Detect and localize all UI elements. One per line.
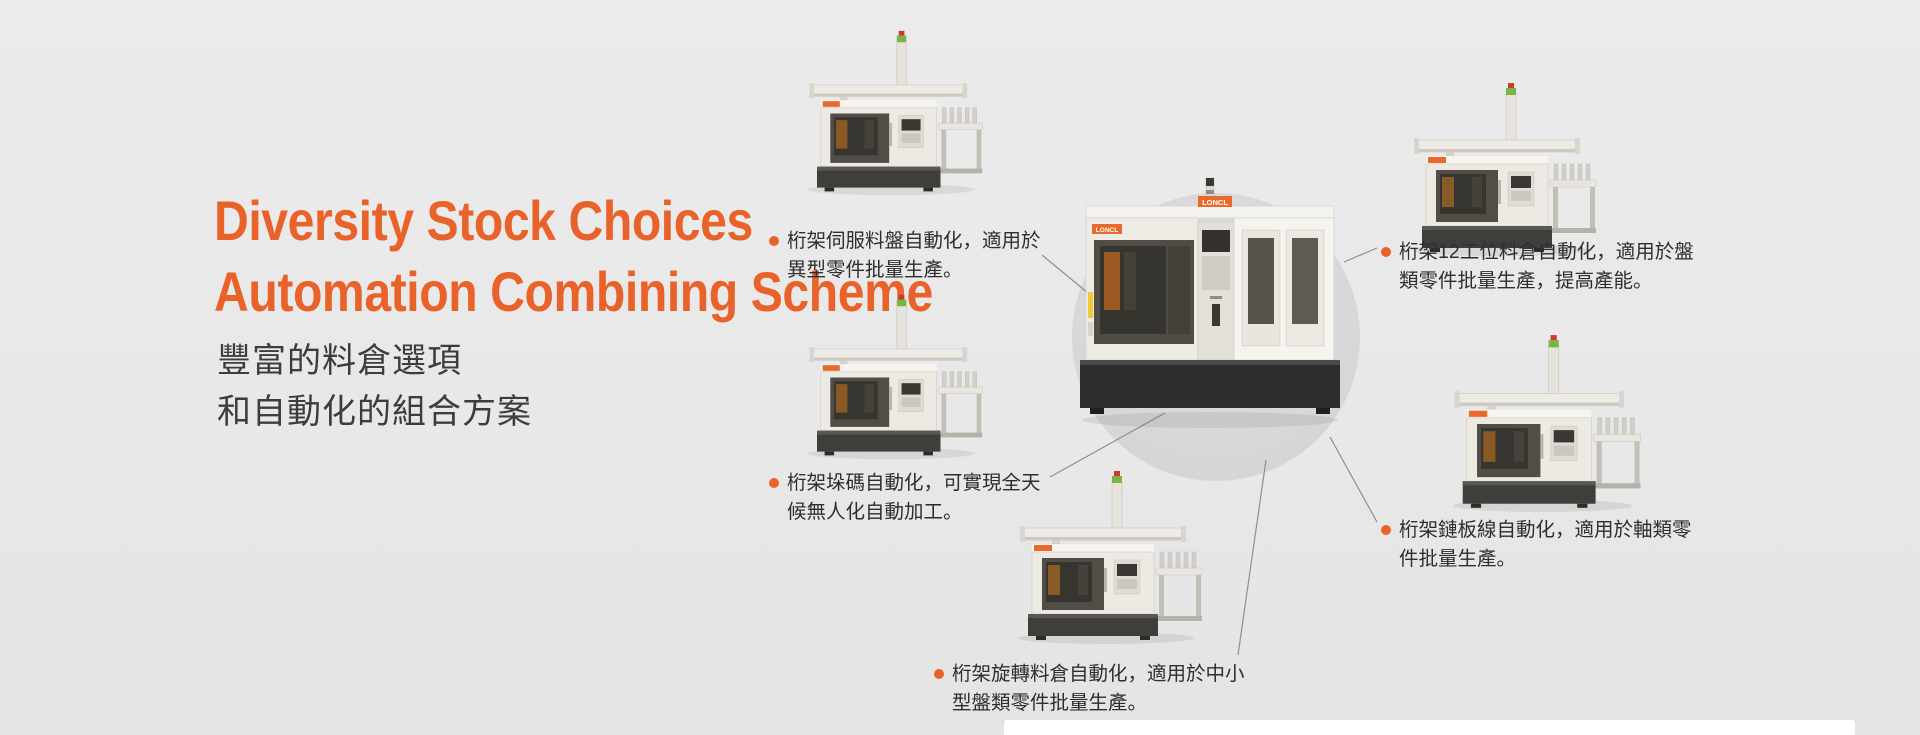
bullet-icon <box>1381 525 1391 535</box>
callout-rotary-stock: 桁架旋轉料倉自動化，適用於中小型盤類零件批量生產。 <box>934 660 1252 719</box>
page-subtitle: 豐富的料倉選項 和自動化的組合方案 <box>217 336 532 438</box>
page-title: Diversity Stock Choices Automation Combi… <box>214 186 933 327</box>
page-subtitle-line1: 豐富的料倉選項 <box>217 342 462 380</box>
bullet-icon <box>934 669 944 679</box>
callout-stacking: 桁架垛碼自動化，可實現全天候無人化自動加工。 <box>769 469 1043 528</box>
callout-text: 桁架旋轉料倉自動化，適用於中小型盤類零件批量生產。 <box>952 663 1245 715</box>
bottom-panel <box>1004 720 1855 735</box>
machine-image-servo-tray <box>798 28 988 199</box>
callout-text: 桁架伺服料盤自動化，適用於異型零件批量生產。 <box>787 230 1041 282</box>
page-subtitle-line2: 和自動化的組合方案 <box>217 393 532 431</box>
machine-image-chain-plate <box>1442 332 1647 516</box>
callout-servo-tray: 桁架伺服料盤自動化，適用於異型零件批量生產。 <box>769 227 1043 286</box>
bullet-icon <box>1381 247 1391 257</box>
page-title-line1: Diversity Stock Choices <box>214 189 753 252</box>
machine-image-central <box>1060 172 1360 432</box>
callout-text: 桁架12工位料倉自動化，適用於盤類零件批量生產，提高產能。 <box>1399 241 1694 293</box>
callout-text: 桁架垛碼自動化，可實現全天候無人化自動加工。 <box>787 472 1041 524</box>
page-title-line2: Automation Combining Scheme <box>214 259 933 323</box>
bullet-icon <box>769 478 779 488</box>
machine-image-stacking <box>798 292 988 463</box>
bullet-icon <box>769 236 779 246</box>
callout-twelve-station: 桁架12工位料倉自動化，適用於盤類零件批量生產，提高產能。 <box>1381 238 1699 297</box>
machine-image-twelve-station <box>1402 80 1602 260</box>
callout-text: 桁架鏈板線自動化，適用於軸類零件批量生產。 <box>1399 519 1692 571</box>
callout-chain-plate: 桁架鏈板線自動化，適用於軸類零件批量生產。 <box>1381 516 1699 575</box>
